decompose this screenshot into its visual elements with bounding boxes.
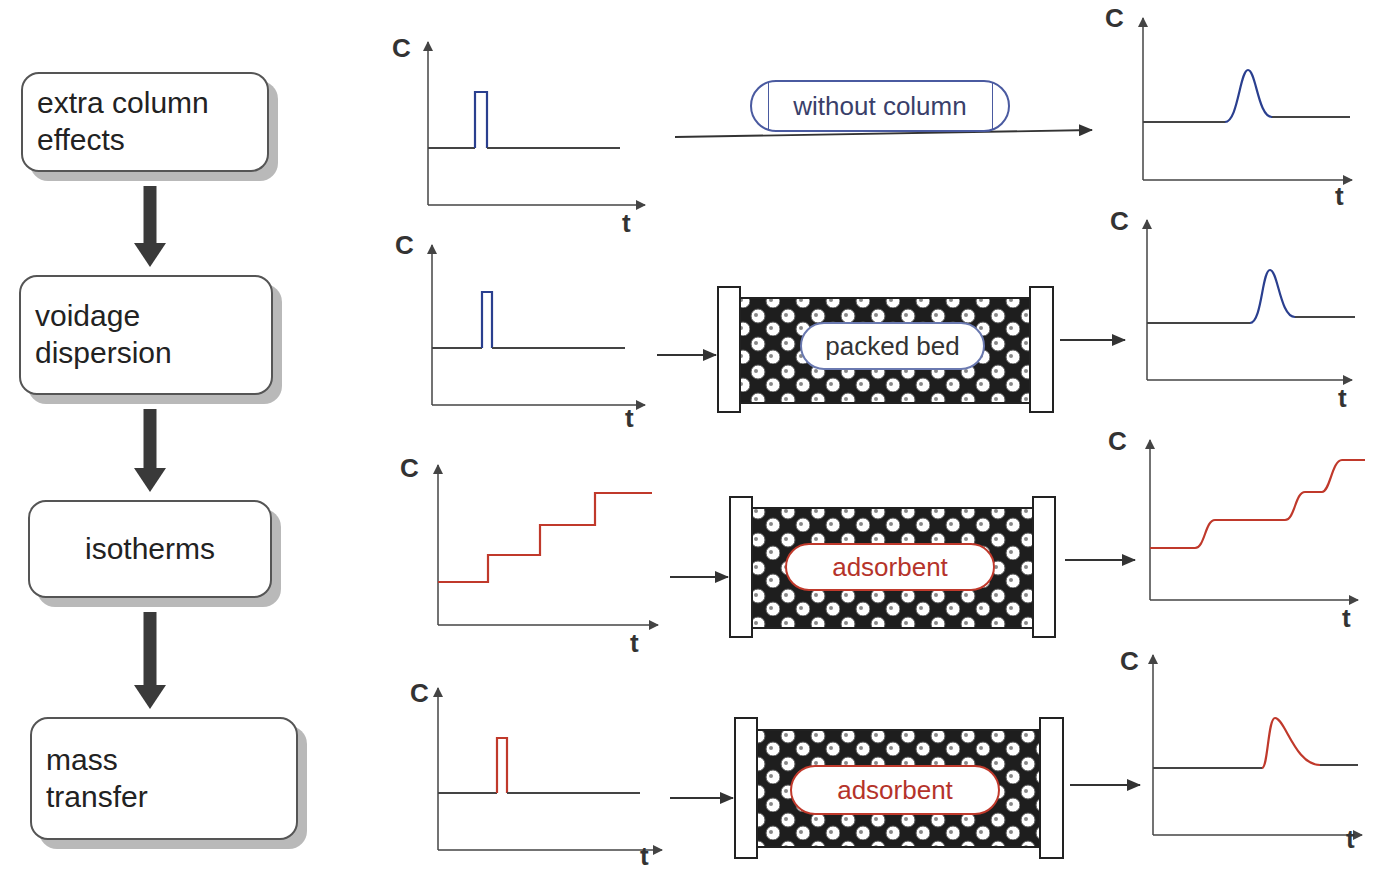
axis-label: t: [622, 210, 631, 236]
flow-arrow: [144, 612, 157, 685]
box-label: mass transfer: [46, 742, 221, 815]
axis-label: t: [625, 405, 634, 431]
process-box: mass transfer: [30, 717, 298, 840]
box-label: voidage dispersion: [35, 298, 257, 371]
columns: [718, 287, 1063, 858]
box-label: isotherms: [85, 531, 215, 568]
axis-label: t: [1342, 605, 1351, 631]
axis-label: t: [640, 843, 649, 869]
axis-label: C: [392, 35, 411, 61]
flow-arrow: [144, 409, 157, 468]
column-label: packed bed: [825, 331, 959, 362]
flow-arrow: [144, 186, 157, 243]
column-label-pill: adsorbent: [785, 543, 995, 591]
axis-label: t: [1338, 385, 1347, 411]
axis-label: C: [410, 680, 429, 706]
axis-label: C: [395, 232, 414, 258]
column-label-pill: adsorbent: [790, 765, 1000, 815]
column-label: adsorbent: [832, 552, 948, 583]
axis-label: C: [400, 455, 419, 481]
pill-divider: [992, 82, 993, 130]
column-label: without column: [793, 91, 966, 122]
axis-label: C: [1105, 5, 1124, 31]
axis-label: t: [630, 630, 639, 656]
process-box: extra column effects: [21, 72, 269, 172]
axis-label: t: [1335, 183, 1344, 209]
column-label-pill: packed bed: [800, 322, 985, 370]
axis-label: C: [1108, 428, 1127, 454]
axis-label: t: [1346, 826, 1355, 852]
flow-arrows: [657, 130, 1140, 798]
axis-label: C: [1110, 208, 1129, 234]
column-label-pill: without column: [750, 80, 1010, 132]
box-label: extra column effects: [37, 85, 253, 158]
chart-axes: [428, 18, 1362, 850]
signal-curves: [428, 70, 1365, 793]
pill-divider: [768, 82, 769, 130]
column-label: adsorbent: [837, 775, 953, 806]
axis-label: C: [1120, 648, 1139, 674]
process-box: isotherms: [28, 500, 272, 598]
process-box: voidage dispersion: [19, 275, 273, 395]
